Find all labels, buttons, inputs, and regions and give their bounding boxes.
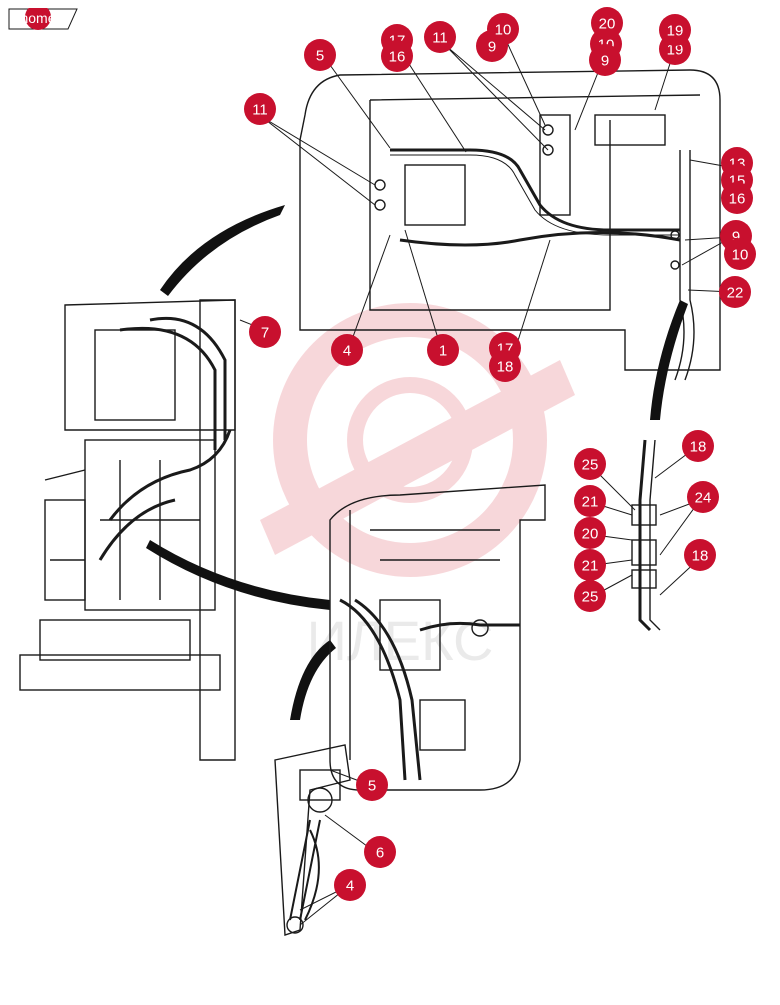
- callout-label: 11: [252, 102, 268, 119]
- callout-marker: 18: [682, 430, 714, 462]
- callout-label: 18: [497, 359, 514, 376]
- home-button[interactable]: home: [8, 4, 78, 30]
- callout-label: 16: [389, 49, 406, 66]
- callout-circle: [489, 350, 521, 382]
- callout-marker: 18: [684, 539, 716, 571]
- zoom-leaders: [146, 205, 688, 720]
- callout-marker: 22: [719, 276, 751, 308]
- callout-marker: 20: [574, 517, 606, 549]
- callout-marker: 16: [381, 40, 413, 72]
- callout-label: 9: [601, 53, 609, 70]
- callout-circle: [721, 182, 753, 214]
- callout-marker: 9: [589, 44, 621, 76]
- machine-overview: [19, 299, 236, 761]
- callout-circle: [244, 93, 276, 125]
- callout-marker: 20: [591, 7, 623, 39]
- callout-circle: [331, 334, 363, 366]
- callout-circle: [424, 21, 456, 53]
- callout-marker: 24: [687, 481, 719, 513]
- callout-circle: [364, 836, 396, 868]
- callout-marker: 10: [487, 13, 519, 45]
- callout-label: 22: [727, 285, 744, 302]
- callout-circle: [682, 430, 714, 462]
- callout-label: 21: [582, 494, 599, 511]
- callout-label: 16: [729, 191, 746, 208]
- callout-circle: [574, 448, 606, 480]
- callout-label: 10: [495, 22, 512, 39]
- callout-label: 10: [732, 247, 749, 264]
- callout-marker: 18: [489, 350, 521, 382]
- callout-marker: 6: [364, 836, 396, 868]
- callout-circle: [427, 334, 459, 366]
- callout-label: 9: [732, 229, 740, 246]
- callout-label: 20: [599, 16, 616, 33]
- callout-label: 18: [692, 548, 709, 565]
- callout-circle: [589, 44, 621, 76]
- callout-marker: 25: [574, 448, 606, 480]
- callout-circle: [574, 580, 606, 612]
- callout-label: 1: [439, 343, 447, 360]
- callout-marker: 11: [244, 93, 276, 125]
- callout-label: 4: [343, 343, 351, 360]
- callout-label: 11: [432, 30, 448, 47]
- callout-circle: [687, 481, 719, 513]
- callout-label: 21: [582, 558, 599, 575]
- callout-marker: 10: [724, 238, 756, 270]
- callout-label: 4: [346, 878, 354, 895]
- callout-circle: [574, 549, 606, 581]
- callout-circle: [684, 539, 716, 571]
- callout-marker: 4: [331, 334, 363, 366]
- callout-marker: 21: [574, 549, 606, 581]
- middle-detail: [329, 484, 546, 791]
- home-tab-shape: home: [8, 4, 78, 30]
- callout-label: 5: [368, 778, 376, 795]
- callout-markers: 5171611910109201911191315169102274117181…: [244, 7, 756, 901]
- callout-marker: 21: [574, 485, 606, 517]
- callout-marker: 5: [356, 769, 388, 801]
- callout-marker: 5: [304, 39, 336, 71]
- callout-circle: [334, 869, 366, 901]
- callout-marker: 19: [659, 14, 691, 46]
- callout-circle: [487, 13, 519, 45]
- watermark: ИЛЕКС: [260, 303, 575, 672]
- callout-circle: [381, 40, 413, 72]
- callout-label: 6: [376, 845, 384, 862]
- home-label: home: [20, 10, 55, 26]
- callout-marker: 16: [721, 182, 753, 214]
- callout-label: 25: [582, 457, 599, 474]
- callout-label: 20: [582, 526, 599, 543]
- callout-label: 7: [261, 325, 269, 342]
- callout-marker: 11: [424, 21, 456, 53]
- bottom-detail: [274, 744, 351, 936]
- callout-marker: 7: [249, 316, 281, 348]
- callout-label: 5: [316, 48, 324, 65]
- connector-detail: [631, 439, 661, 632]
- callout-circle: [659, 14, 691, 46]
- callout-label: 9: [488, 39, 496, 56]
- callout-circle: [249, 316, 281, 348]
- callout-circle: [574, 485, 606, 517]
- callout-label: 18: [690, 439, 707, 456]
- callout-circle: [719, 276, 751, 308]
- callout-circle: [304, 39, 336, 71]
- callout-marker: 25: [574, 580, 606, 612]
- callout-marker: 4: [334, 869, 366, 901]
- callout-label: 25: [582, 589, 599, 606]
- callout-marker: 1: [427, 334, 459, 366]
- callout-circle: [356, 769, 388, 801]
- callout-circle: [724, 238, 756, 270]
- callout-label: 24: [695, 490, 712, 507]
- callout-label: 19: [667, 42, 684, 59]
- callout-circle: [574, 517, 606, 549]
- callout-label: 19: [667, 23, 684, 40]
- callout-circle: [591, 7, 623, 39]
